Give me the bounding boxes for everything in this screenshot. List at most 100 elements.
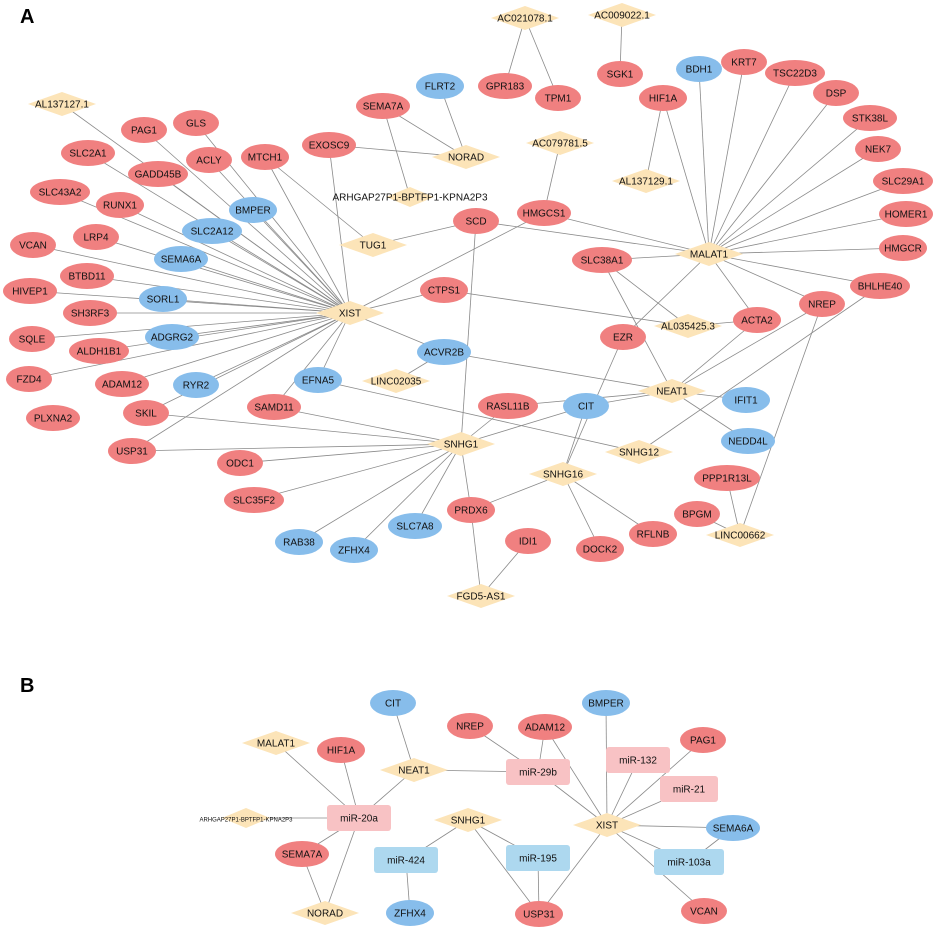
a-node-snhg16: SNHG16 [529, 462, 597, 486]
b-node-shape-mir-132 [606, 747, 670, 773]
a-node-label-skil: SKIL [135, 409, 157, 420]
a-edge-malat1-homer1 [708, 213, 907, 255]
a-node-label-ctps1: CTPS1 [428, 286, 461, 297]
a-node-shape-ifit1 [722, 387, 770, 413]
a-edge-xist-lrp4 [95, 236, 351, 314]
b-node-nrep: NREP [447, 713, 493, 739]
b-node-mir-20a: miR-20a [327, 805, 391, 831]
a-node-slc43a2: SLC43A2 [30, 179, 90, 205]
a-node-rflnb: RFLNB [629, 521, 677, 547]
a-edge-tug1-mtch1 [264, 156, 374, 246]
a-edge-xist-hmgcs1 [349, 212, 545, 314]
b-node-shape-mir-424 [374, 847, 438, 873]
a-node-samd11: SAMD11 [247, 394, 301, 420]
b-node-label-malat1: MALAT1 [257, 739, 296, 750]
a-node-label-krt7: KRT7 [731, 58, 757, 69]
a-node-label-ac079781-5: AC079781.5 [532, 139, 588, 150]
b-node-label-norad: NORAD [307, 909, 343, 920]
a-node-acta2: ACTA2 [733, 307, 781, 333]
a-node-fgd5-as1: FGD5-AS1 [447, 584, 515, 608]
a-node-shape-slc29a1 [873, 168, 933, 194]
a-node-label-nedd4l: NEDD4L [728, 437, 768, 448]
a-node-usp31: USP31 [108, 438, 156, 464]
b-node-label-sema7a: SEMA7A [282, 850, 323, 861]
b-node-neat1: NEAT1 [380, 758, 448, 782]
a-node-label-al035425-3: AL035425.3 [661, 322, 715, 333]
a-node-plxna2: PLXNA2 [26, 405, 80, 431]
a-edge-xist-bmper [252, 209, 351, 314]
a-node-shape-dsp [813, 80, 859, 106]
a-node-label-ifit1: IFIT1 [734, 396, 758, 407]
b-node-mir-21: miR-21 [660, 776, 718, 802]
a-edge-snhg12-efna5 [317, 379, 640, 453]
b-node-shape-neat1 [380, 758, 448, 782]
a-node-shape-idi1 [505, 528, 551, 554]
a-node-bpgm: BPGM [674, 501, 720, 527]
a-node-acvr2b: ACVR2B [417, 339, 471, 365]
a-node-bdh1: BDH1 [676, 56, 722, 82]
b-node-shape-pag1 [680, 727, 726, 753]
a-node-label-malat1: MALAT1 [690, 250, 729, 261]
a-node-shape-rasl11b [478, 393, 538, 419]
b-node-shape-mir-20a [327, 805, 391, 831]
b-node-sema7a: SEMA7A [275, 841, 329, 867]
a-node-btbd11: BTBD11 [60, 263, 114, 289]
a-node-stk38l: STK38L [843, 105, 897, 131]
a-node-shape-slc2a12 [182, 218, 242, 244]
b-node-label-neat1: NEAT1 [398, 766, 430, 777]
a-edge-xist-adgrg2 [171, 312, 351, 338]
a-edge-xist-samd11 [273, 312, 351, 408]
a-node-shape-skil [123, 400, 169, 426]
a-node-shape-scd [453, 208, 499, 234]
b-node-adam12: ADAM12 [518, 714, 572, 740]
a-node-tug1: TUG1 [339, 233, 407, 257]
b-node-sema6a: SEMA6A [706, 815, 760, 841]
a-node-label-al137129-1: AL137129.1 [619, 177, 673, 188]
a-node-shape-arhgap27p1-bptfp1-kpna2p3 [386, 187, 434, 207]
b-node-shape-mir-103a [654, 849, 724, 875]
a-node-snhg1: SNHG1 [427, 432, 495, 456]
a-node-efna5: EFNA5 [294, 367, 342, 393]
b-node-bmper: BMPER [582, 690, 630, 716]
b-node-norad: NORAD [291, 901, 359, 925]
a-node-label-ac021078-1: AC021078.1 [497, 14, 553, 25]
a-node-label-runx1: RUNX1 [103, 201, 137, 212]
b-node-label-mir-132: miR-132 [619, 756, 657, 767]
b-node-label-mir-195: miR-195 [519, 854, 557, 865]
a-node-label-ezr: EZR [613, 333, 633, 344]
a-node-nrep: NREP [799, 291, 845, 317]
a-node-shape-sema7a [356, 93, 410, 119]
panel-a-label: A [20, 6, 35, 28]
a-node-shape-acvr2b [417, 339, 471, 365]
a-node-label-linc02035: LINC02035 [371, 377, 422, 388]
a-node-shape-mtch1 [241, 144, 289, 170]
a-node-hmgcr: HMGCR [879, 235, 927, 261]
a-node-dsp: DSP [813, 80, 859, 106]
a-node-label-scd: SCD [465, 217, 486, 228]
b-node-shape-usp31 [515, 901, 563, 927]
a-node-label-sh3rf3: SH3RF3 [71, 309, 110, 320]
a-node-label-fzd4: FZD4 [17, 375, 42, 386]
b-node-label-mir-21: miR-21 [673, 785, 706, 796]
a-node-idi1: IDI1 [505, 528, 551, 554]
a-node-norad: NORAD [432, 145, 500, 169]
a-node-label-usp31: USP31 [116, 447, 148, 458]
a-edge-al137129-1-hif1a [645, 97, 664, 182]
a-node-label-homer1: HOMER1 [885, 210, 928, 221]
a-node-shape-linc02035 [362, 369, 430, 393]
b-node-shape-sema6a [706, 815, 760, 841]
a-node-label-rasl11b: RASL11B [486, 402, 530, 413]
a-node-shape-acly [186, 147, 232, 173]
a-node-ac021078-1: AC021078.1 [491, 6, 559, 30]
a-node-shape-flrt2 [416, 73, 464, 99]
a-node-shape-rflnb [629, 521, 677, 547]
a-node-label-idi1: IDI1 [519, 537, 538, 548]
a-edge-snhg1-slc7a8 [414, 443, 462, 527]
a-node-label-adgrg2: ADGRG2 [151, 333, 194, 344]
a-node-label-bdh1: BDH1 [686, 65, 713, 76]
b-node-label-arhgap27p1-bptfp1-kpna2p3: ARHGAP27P1-BPTFP1-KPNA2P3 [199, 818, 293, 824]
b-node-label-mir-20a: miR-20a [340, 814, 378, 825]
a-edge-xist-sqle [31, 312, 351, 340]
